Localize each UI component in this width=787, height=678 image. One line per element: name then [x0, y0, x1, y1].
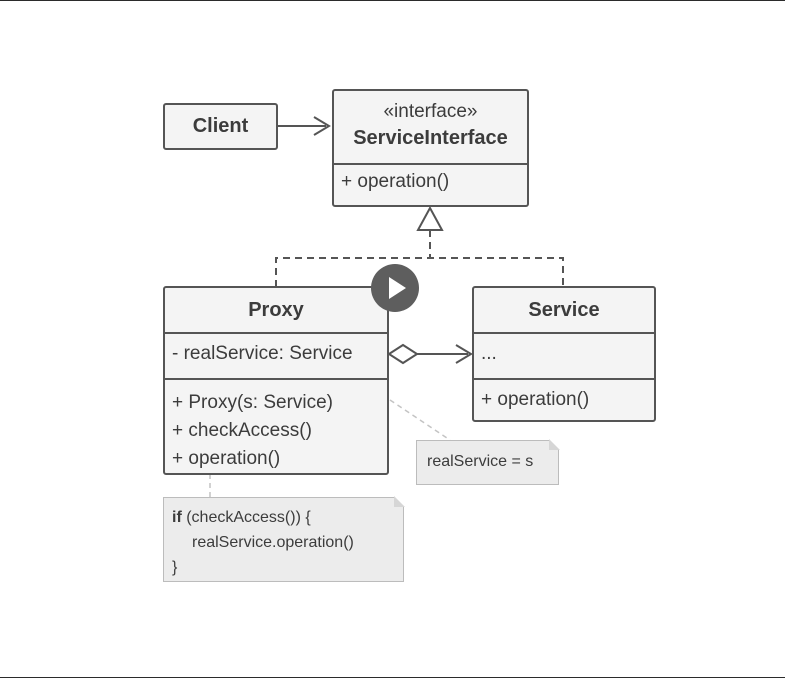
service-method: + operation() — [481, 389, 590, 410]
proxy-field: - realService: Service — [172, 343, 353, 364]
service-methods: + operation() — [474, 378, 654, 411]
interface-stereotype: «interface» — [383, 101, 478, 122]
proxy-method: + Proxy(s: Service) — [172, 392, 334, 413]
service-fields: ... — [474, 332, 654, 378]
operation-note: if (checkAccess()) { realService.operati… — [163, 496, 405, 582]
proxy-class: Proxy - realService: Service + Proxy(s: … — [163, 286, 389, 475]
play-button[interactable] — [371, 264, 419, 312]
realization-branch — [275, 257, 564, 287]
operation-note-line: } — [172, 559, 178, 576]
service-interface-methods: + operation() — [334, 163, 527, 193]
aggregation-diamond — [387, 343, 419, 365]
association-arrowhead — [313, 116, 331, 136]
constructor-note: realService = s — [416, 439, 560, 485]
note-fold-corner — [549, 439, 560, 450]
service-interface-title: ServiceInterface — [353, 127, 508, 149]
aggregation-arrowhead — [455, 344, 473, 364]
client-class: Client — [163, 103, 278, 150]
proxy-fields: - realService: Service — [165, 332, 387, 378]
realization-triangle — [416, 205, 444, 231]
service-interface-method: + operation() — [341, 171, 450, 192]
service-interface-class: «interface» ServiceInterface + operation… — [332, 89, 529, 207]
client-title: Client — [192, 115, 249, 137]
service-interface-header: «interface» ServiceInterface — [334, 91, 527, 163]
service-title: Service — [528, 299, 600, 321]
note-fold-corner — [394, 496, 405, 507]
play-icon — [389, 277, 406, 299]
proxy-methods: + Proxy(s: Service) + checkAccess() + op… — [165, 378, 387, 473]
operation-note-condition: (checkAccess()) { — [181, 509, 311, 526]
service-field: ... — [481, 343, 497, 364]
proxy-method: + operation() — [172, 448, 281, 469]
constructor-note-text: realService = s — [427, 453, 534, 470]
service-class: Service ... + operation() — [472, 286, 656, 422]
operation-note-line: if (checkAccess()) { — [172, 505, 403, 530]
proxy-title: Proxy — [248, 299, 304, 321]
proxy-method: + checkAccess() — [172, 420, 312, 441]
note-anchor-constructor — [389, 399, 451, 441]
operation-note-line: realService.operation() — [192, 534, 354, 551]
operation-note-keyword: if — [172, 509, 182, 526]
